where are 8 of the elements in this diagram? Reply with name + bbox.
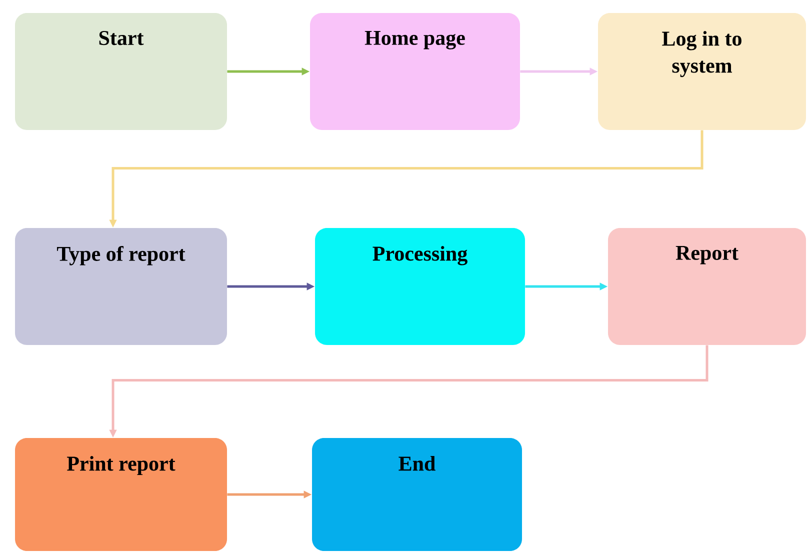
process-box: Log in to system: [598, 13, 806, 130]
process-box: Print report: [15, 438, 227, 551]
process-box: Type of report: [15, 228, 227, 345]
process-box: Start: [15, 13, 227, 130]
process-box: End: [312, 438, 522, 551]
process-box: Report: [608, 228, 806, 345]
process-box: Home page: [310, 13, 520, 130]
process-box: Processing: [315, 228, 525, 345]
